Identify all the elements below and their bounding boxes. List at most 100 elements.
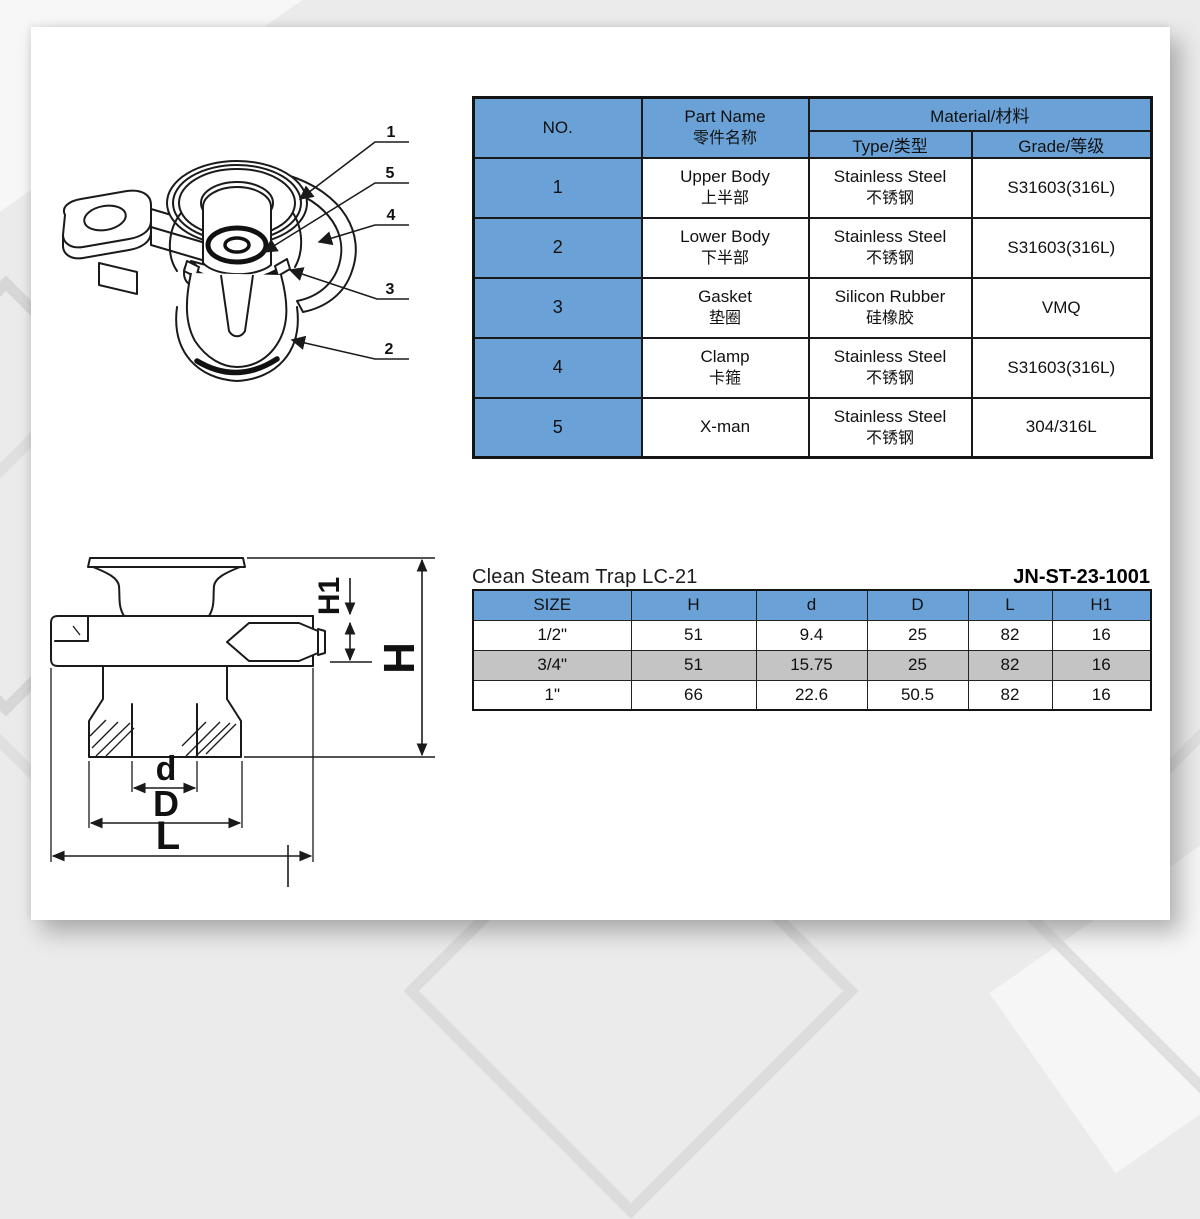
table-cell-part-name: X-man	[640, 396, 810, 459]
spec-table: SIZE H d D L H1 1/2" 51 9.4 25 82 16 3/4…	[472, 589, 1152, 711]
table-cell: 25	[866, 619, 969, 651]
spec-row: 3/4" 51 15.75 25 82 16	[472, 649, 1152, 681]
lower-body-cutaway	[175, 272, 299, 382]
type-zh: 不锈钢	[865, 429, 914, 447]
callout-leader-2	[290, 335, 409, 360]
callout-leader-4	[317, 224, 409, 246]
dimension-d: d	[131, 750, 198, 794]
table-cell-type: Stainless Steel 不锈钢	[807, 216, 973, 279]
type-en: Stainless Steel	[833, 227, 947, 246]
datasheet-sheet: 1 5 4 3 2 NO. Part Name 零件名称 Material/材料…	[31, 27, 1170, 920]
part-name-en: Lower Body	[680, 227, 770, 246]
type-zh: 不锈钢	[865, 250, 914, 267]
header-part-name-zh: 零件名称	[692, 130, 757, 148]
callout-number-5: 5	[386, 165, 395, 182]
table-cell-part-name: Gasket 垫圈	[640, 276, 810, 339]
dim-label-D: D	[153, 783, 179, 824]
header-cell-d: d	[755, 589, 868, 621]
trap-body-profile	[50, 615, 326, 667]
header-cell-no: NO.	[472, 96, 643, 159]
table-cell: 16	[1051, 619, 1152, 651]
dimension-drawing: H H1 d D L	[50, 557, 435, 887]
table-cell: 50.5	[866, 679, 969, 711]
table-cell-no: 3	[472, 276, 643, 339]
clamp-bolt-assembly	[62, 189, 228, 295]
header-part-name-en: Part Name	[684, 107, 766, 127]
header-cell-D: D	[866, 589, 969, 621]
table-cell-type: Silicon Rubber 硅橡胶	[807, 276, 973, 339]
spec-header-row: SIZE H d D L H1	[472, 589, 1152, 621]
header-cell-H: H	[630, 589, 757, 621]
table-cell-type: Stainless Steel 不锈钢	[807, 396, 973, 459]
type-zh: 不锈钢	[865, 190, 914, 207]
header-cell-H1: H1	[1051, 589, 1152, 621]
table-cell: 82	[967, 679, 1053, 711]
callout-number-2: 2	[385, 341, 394, 358]
part-name-zh: 垫圈	[708, 310, 741, 327]
table-cell: 51	[630, 649, 757, 681]
table-cell: 16	[1051, 679, 1152, 711]
table-cell-no: 4	[472, 336, 643, 399]
dimension-H: H	[244, 557, 435, 758]
parts-table-row: 3 Gasket 垫圈 Silicon Rubber 硅橡胶 VMQ	[472, 276, 1153, 339]
callouts: 1 5 4 3 2	[262, 124, 409, 360]
callout-number-3: 3	[386, 281, 395, 298]
product-code: JN-ST-23-1001	[1013, 566, 1150, 588]
part-name-zh: 卡箍	[708, 370, 741, 387]
table-cell: 22.6	[755, 679, 868, 711]
top-ferrule-profile	[87, 557, 246, 617]
table-cell: 1/2"	[472, 619, 632, 651]
callout-leader-5	[262, 182, 409, 253]
callout-number-4: 4	[387, 207, 396, 224]
table-cell-no: 2	[472, 216, 643, 279]
table-cell-no: 5	[472, 396, 643, 459]
dimension-L: L	[50, 668, 314, 887]
table-cell: 9.4	[755, 619, 868, 651]
parts-table-row: 5 X-man Stainless Steel 不锈钢 304/316L	[472, 396, 1153, 459]
table-cell: 82	[967, 619, 1053, 651]
part-name-en: Upper Body	[680, 167, 770, 186]
dimension-D: D	[88, 761, 243, 829]
table-cell: 82	[967, 649, 1053, 681]
part-name-en: Gasket	[698, 287, 752, 306]
table-cell: 66	[630, 679, 757, 711]
dim-label-L: L	[156, 814, 180, 858]
type-en: Stainless Steel	[833, 167, 947, 186]
clamp-wing-hole	[83, 204, 127, 232]
parts-table: NO. Part Name 零件名称 Material/材料 Type/类型 G…	[472, 96, 1153, 459]
type-zh: 硅橡胶	[865, 310, 914, 327]
table-cell: 15.75	[755, 649, 868, 681]
table-cell-no: 1	[472, 156, 643, 219]
spec-row: 1" 66 22.6 50.5 82 16	[472, 679, 1152, 711]
part-name-zh: 下半部	[700, 250, 749, 267]
table-cell-part-name: Upper Body 上半部	[640, 156, 810, 219]
dim-label-H: H	[375, 642, 424, 674]
part-name-en: X-man	[699, 417, 751, 437]
table-cell-grade: S31603(316L)	[970, 216, 1153, 279]
callout-leader-3	[288, 267, 409, 300]
table-cell-part-name: Clamp 卡箍	[640, 336, 810, 399]
callout-number-1: 1	[387, 124, 396, 141]
table-cell: 25	[866, 649, 969, 681]
callout-leader-1	[298, 141, 409, 200]
table-cell: 3/4"	[472, 649, 632, 681]
product-title: Clean Steam Trap LC-21	[472, 566, 698, 588]
parts-table-row: 2 Lower Body 下半部 Stainless Steel 不锈钢 S31…	[472, 216, 1153, 279]
table-cell-grade: VMQ	[970, 276, 1153, 339]
type-en: Stainless Steel	[833, 347, 947, 366]
table-cell-grade: 304/316L	[970, 396, 1153, 459]
clamp-band	[280, 174, 357, 313]
type-en: Stainless Steel	[833, 406, 947, 426]
parts-table-row: 4 Clamp 卡箍 Stainless Steel 不锈钢 S31603(31…	[472, 336, 1153, 399]
hex-plug	[226, 622, 319, 662]
dim-label-d: d	[156, 750, 177, 788]
spec-row: 1/2" 51 9.4 25 82 16	[472, 619, 1152, 651]
table-cell-type: Stainless Steel 不锈钢	[807, 336, 973, 399]
header-cell-grade: Grade/等级	[970, 129, 1153, 159]
header-cell-type: Type/类型	[807, 129, 973, 159]
type-zh: 不锈钢	[865, 370, 914, 387]
header-cell-size: SIZE	[472, 589, 632, 621]
part-name-zh: 上半部	[700, 190, 749, 207]
dim-label-H1: H1	[313, 577, 346, 615]
